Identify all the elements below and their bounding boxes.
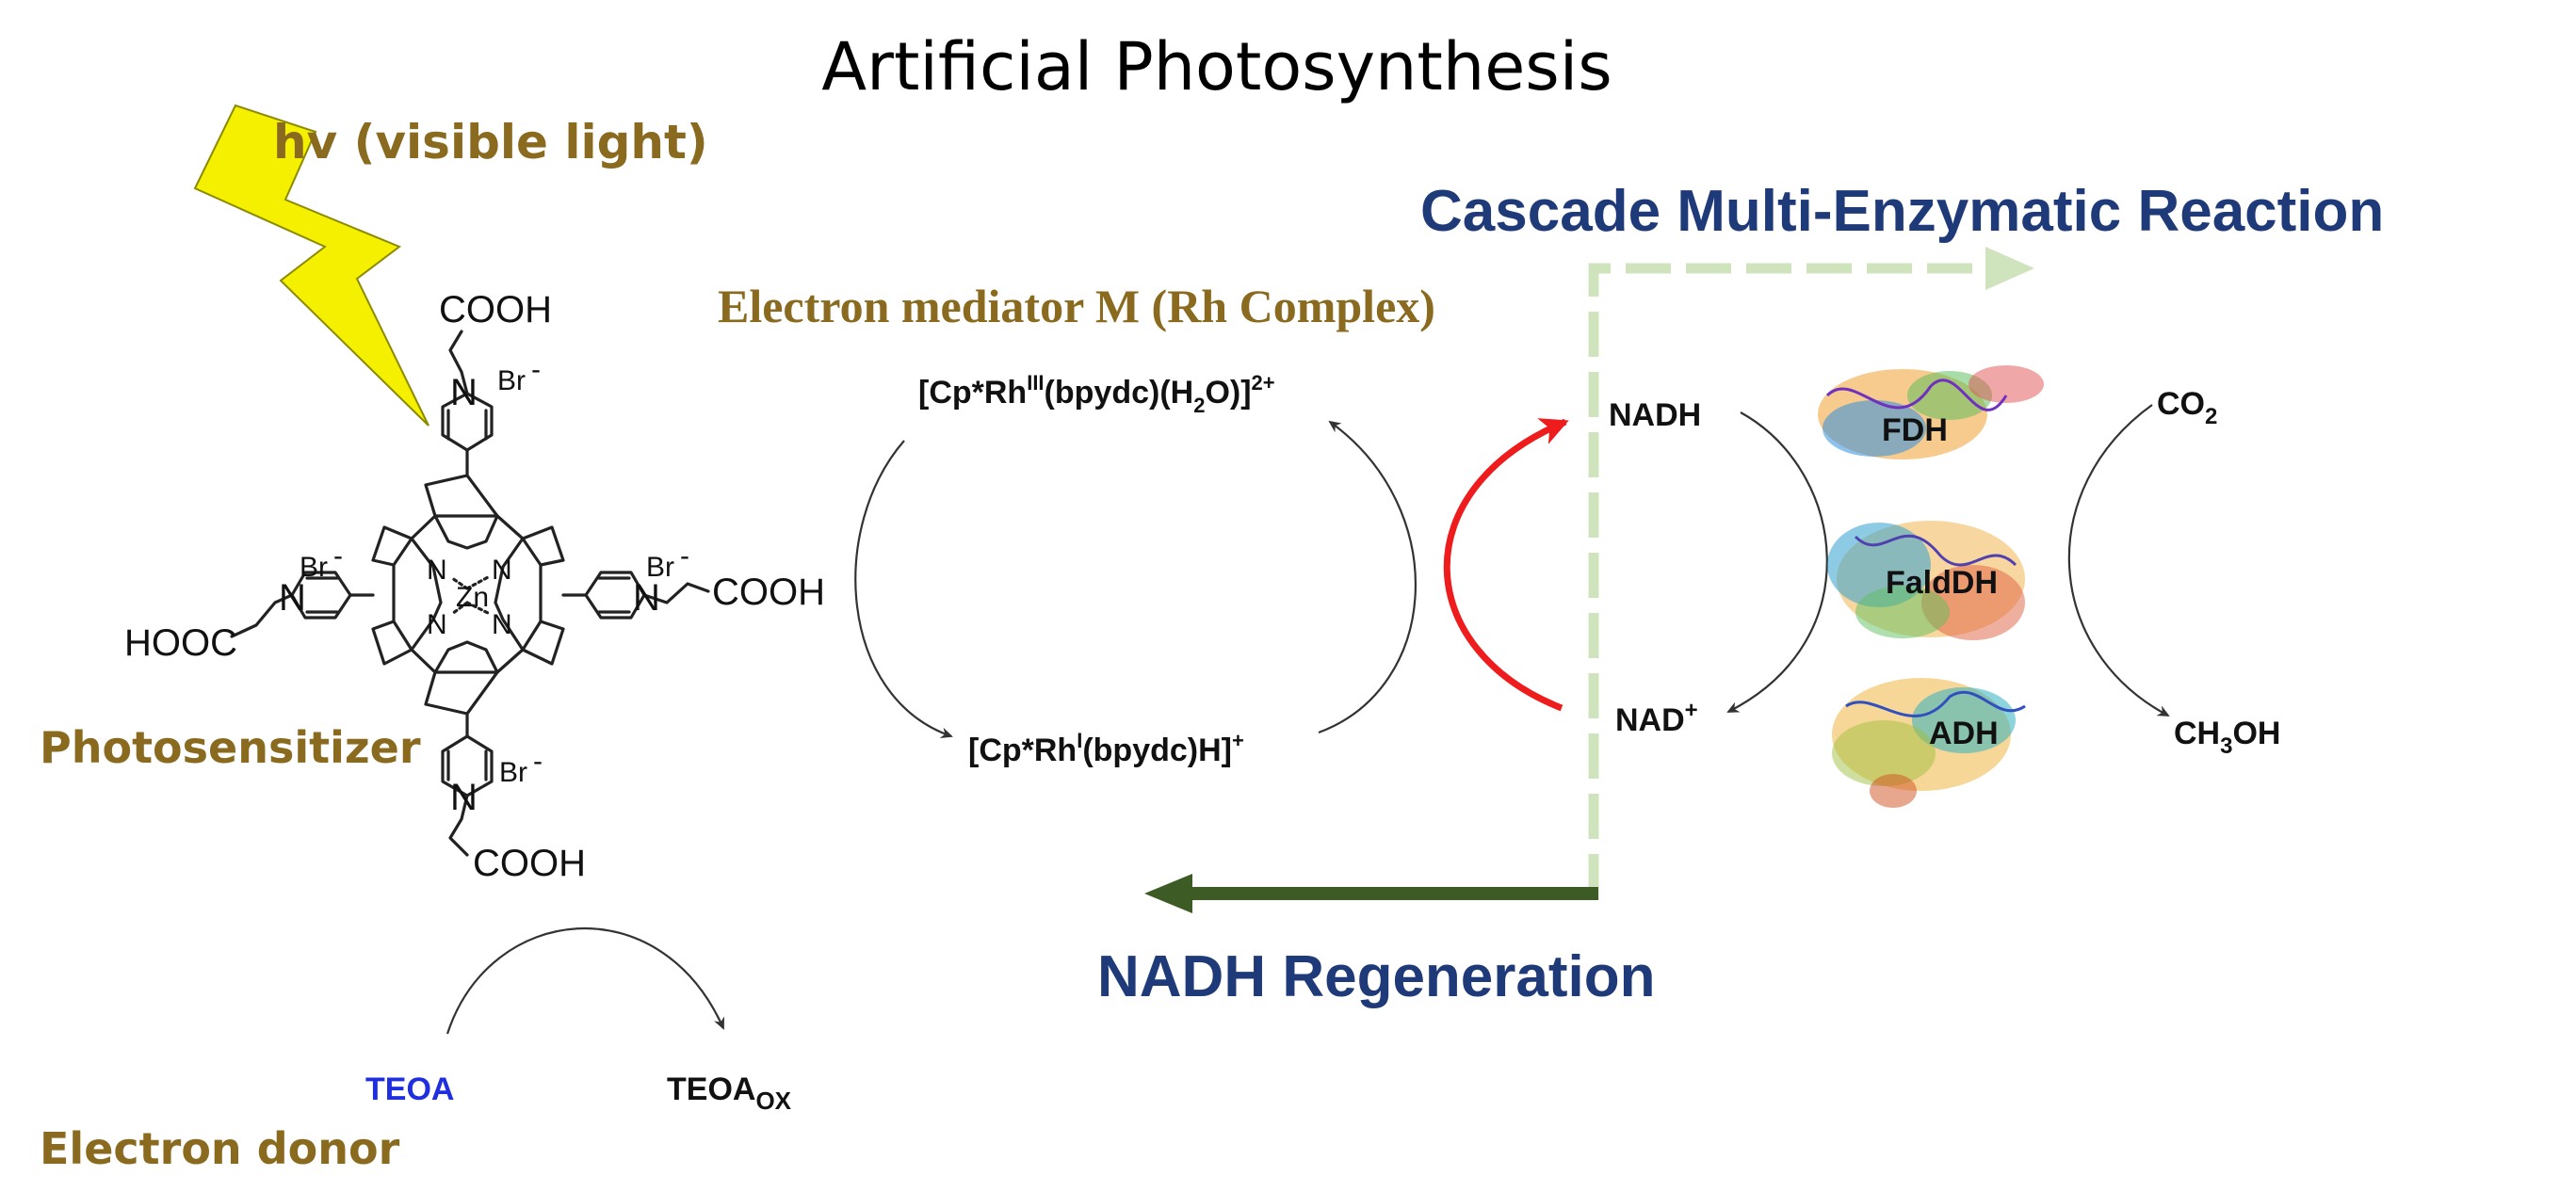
nitrogen-atom: N: [492, 609, 512, 640]
mediator-reduction-arrow: [854, 440, 953, 739]
co2-label: CO2: [2157, 386, 2217, 429]
photosensitizer-label: Photosensitizer: [40, 722, 421, 773]
bromide-charge: -: [333, 540, 343, 572]
lightning-bolt-icon: [193, 104, 429, 427]
regeneration-arrow-shaft: [1189, 887, 1598, 900]
cascade-reaction-label: Cascade Multi-Enzymatic Reaction: [1420, 179, 2384, 244]
nitrogen-atom: N: [450, 777, 478, 818]
adh-label: ADH: [1929, 716, 1999, 751]
hooc-group-left: HOOC: [124, 622, 237, 664]
cooh-group-bottom: COOH: [473, 843, 586, 884]
regeneration-arrow-head: [1144, 874, 1192, 913]
donor-oxidation-arrow: [446, 926, 725, 1035]
nadh-regeneration-label: NADH Regeneration: [1097, 944, 1656, 1009]
page-title: Artificial Photosynthesis: [821, 28, 1612, 105]
rh-oxidized-complex: [Cp*RhIII(bpydc)(H2O)]2+: [918, 371, 1275, 417]
bromide-charge: -: [680, 540, 689, 572]
falddh-label: FaldDH: [1886, 565, 1998, 601]
bromide-ion: Br: [300, 552, 328, 583]
electron-donor-label: Electron donor: [40, 1123, 400, 1174]
nitrogen-atom: N: [633, 577, 660, 619]
nadh-label: NADH: [1609, 397, 1701, 433]
hydride-transfer-arrow: [1443, 418, 1569, 712]
bromide-ion: Br: [646, 552, 674, 583]
nadh-oxidation-arrow: [1726, 411, 1828, 713]
bromide-charge: -: [531, 354, 541, 385]
photosensitizer-structure: Zn N N N N N Br - COOH N Br - COOH N Br …: [124, 289, 825, 884]
fdh-label: FDH: [1882, 412, 1948, 448]
zinc-atom: Zn: [456, 582, 489, 613]
bromide-ion: Br: [499, 757, 527, 788]
teoa-label: TEOA: [365, 1071, 454, 1107]
nitrogen-atom: N: [427, 555, 447, 586]
cascade-boundary-line: [1588, 263, 1989, 899]
light-label: hv (visible light): [273, 115, 708, 169]
nad-label: NAD+: [1615, 698, 1698, 738]
rh-reduced-complex: [Cp*RhI(bpydc)H]+: [968, 729, 1244, 768]
adh-enzyme-icon: [1832, 678, 2026, 808]
methanol-label: CH3OH: [2174, 716, 2280, 759]
nitrogen-atom: N: [427, 609, 447, 640]
bromide-charge: -: [533, 746, 543, 777]
cascade-arrow-head: [1985, 247, 2034, 290]
cooh-group-right: COOH: [712, 572, 825, 613]
mediator-label: Electron mediator M (Rh Complex): [718, 280, 1435, 332]
co2-reduction-arrow: [2067, 404, 2170, 717]
nitrogen-atom: N: [450, 372, 478, 413]
fdh-enzyme-icon: [1818, 365, 2044, 459]
cooh-group-top: COOH: [439, 289, 552, 330]
mediator-oxidation-arrow: [1318, 420, 1418, 734]
nitrogen-atom: N: [492, 555, 512, 586]
nitrogen-atom: N: [279, 577, 306, 619]
teoa-ox-label: TEOAOX: [667, 1071, 792, 1115]
falddh-enzyme-icon: [1827, 521, 2025, 640]
bromide-ion: Br: [497, 365, 526, 396]
